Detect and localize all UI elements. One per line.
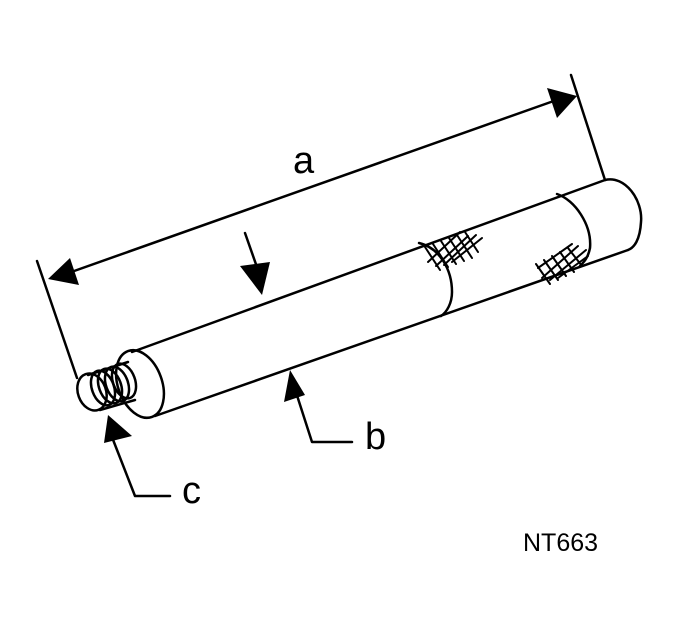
thread-ring-3 <box>103 365 131 403</box>
shaft-segment-boundary <box>417 241 454 318</box>
label-a: a <box>293 140 315 182</box>
dimension-line-a <box>58 95 567 278</box>
knurl-patch-upper <box>424 231 483 271</box>
leader-c <box>108 430 172 498</box>
shaft-bottom-edge <box>153 248 630 418</box>
shaft-top-edge <box>130 178 607 354</box>
shaft-right-end <box>603 178 643 252</box>
arrowhead-b <box>284 370 305 402</box>
thread-ring-4 <box>110 362 138 400</box>
arrowhead-a-right <box>547 88 577 118</box>
thread-bottom-line <box>98 398 137 412</box>
shaft-left-shoulder <box>114 349 166 419</box>
leader-b <box>291 381 354 444</box>
label-c: c <box>182 470 201 512</box>
arrowhead-c <box>104 415 132 443</box>
knurl-patch-lower <box>535 243 589 285</box>
arrowhead-a-left <box>48 258 79 285</box>
shaft-groove-right <box>555 192 592 268</box>
thread-ring-2 <box>96 367 124 405</box>
extension-line-left <box>35 259 79 380</box>
figure-code: NT663 <box>523 529 599 557</box>
extension-line-right <box>569 73 607 182</box>
leader-diameter-top <box>243 231 260 272</box>
label-b: b <box>365 416 387 458</box>
arrowhead-diameter-top <box>240 262 270 295</box>
